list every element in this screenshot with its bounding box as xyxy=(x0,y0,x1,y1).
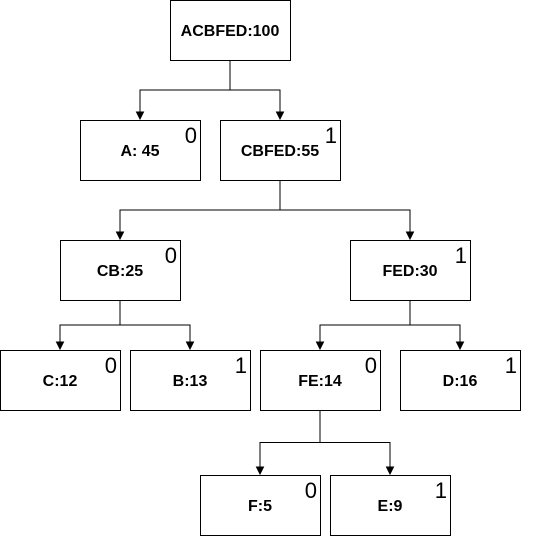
branch-bit: 0 xyxy=(305,478,317,503)
tree-node-f: F:5 0 xyxy=(200,475,321,536)
branch-bit: 1 xyxy=(435,478,447,503)
tree-node-e: E:9 1 xyxy=(330,475,451,536)
node-label: ACBFED:100 xyxy=(181,23,280,40)
node-box xyxy=(220,120,341,181)
node-label: D:16 xyxy=(443,373,478,390)
arrowhead xyxy=(385,466,395,476)
branch-bit: 1 xyxy=(505,353,517,378)
branch-bit: 0 xyxy=(365,353,377,378)
edge-line xyxy=(319,410,391,468)
branch-bit: 0 xyxy=(105,353,117,378)
node-label: CBFED:55 xyxy=(241,143,319,160)
node-box xyxy=(80,120,201,181)
edge-line xyxy=(319,300,411,343)
edge-cbfed-fed xyxy=(279,180,415,241)
branch-bit: 1 xyxy=(235,353,247,378)
arrowhead xyxy=(185,341,195,351)
arrowhead xyxy=(135,111,145,121)
node-label: F:5 xyxy=(248,498,272,515)
arrowhead xyxy=(405,231,415,241)
edge-line xyxy=(279,180,411,233)
tree-node-c: C:12 0 xyxy=(0,350,121,411)
edge-line xyxy=(139,60,231,113)
edge-fed-fe xyxy=(315,300,411,351)
edge-line xyxy=(259,410,321,468)
edge-fe-e xyxy=(319,410,395,476)
edge-line xyxy=(59,300,121,343)
node-label: C:12 xyxy=(43,373,78,390)
edge-cb-b xyxy=(119,300,195,351)
edge-cb-c xyxy=(55,300,121,351)
edges-layer xyxy=(55,60,465,476)
tree-node-fe: FE:14 0 xyxy=(260,350,381,411)
edge-line xyxy=(409,300,461,343)
edge-cbfed-cb xyxy=(115,180,281,241)
node-box xyxy=(400,350,521,411)
branch-bit: 1 xyxy=(455,243,467,268)
edge-fed-d xyxy=(409,300,465,351)
tree-node-cbfed: CBFED:55 1 xyxy=(220,120,341,181)
edge-root-a xyxy=(135,60,231,121)
arrowhead xyxy=(275,111,285,121)
node-label: FE:14 xyxy=(298,373,342,390)
node-box xyxy=(350,240,471,301)
tree-node-d: D:16 1 xyxy=(400,350,521,411)
node-label: FED:30 xyxy=(382,263,437,280)
arrowhead xyxy=(255,466,265,476)
node-box xyxy=(0,350,121,411)
tree-node-b: B:13 1 xyxy=(130,350,251,411)
node-box xyxy=(330,475,451,536)
node-box xyxy=(130,350,251,411)
branch-bit: 0 xyxy=(185,123,197,148)
node-label: CB:25 xyxy=(97,263,143,280)
arrowhead xyxy=(455,341,465,351)
node-box xyxy=(200,475,321,536)
branch-bit: 1 xyxy=(325,123,337,148)
edge-line xyxy=(119,180,281,233)
branch-bit: 0 xyxy=(165,243,177,268)
edge-fe-f xyxy=(255,410,321,476)
node-label: A: 45 xyxy=(120,143,159,160)
tree-node-fed: FED:30 1 xyxy=(350,240,471,301)
edge-line xyxy=(229,60,281,113)
tree-node-a: A: 45 0 xyxy=(80,120,201,181)
arrowhead xyxy=(315,341,325,351)
tree-node-cb: CB:25 0 xyxy=(60,240,181,301)
tree-node-root: ACBFED:100 xyxy=(170,0,291,61)
edge-line xyxy=(119,300,191,343)
node-label: E:9 xyxy=(378,498,403,515)
arrowhead xyxy=(115,231,125,241)
arrowhead xyxy=(55,341,65,351)
edge-root-cbfed xyxy=(229,60,285,121)
node-box xyxy=(170,0,291,61)
node-box xyxy=(260,350,381,411)
node-label: B:13 xyxy=(173,373,208,390)
node-box xyxy=(60,240,181,301)
